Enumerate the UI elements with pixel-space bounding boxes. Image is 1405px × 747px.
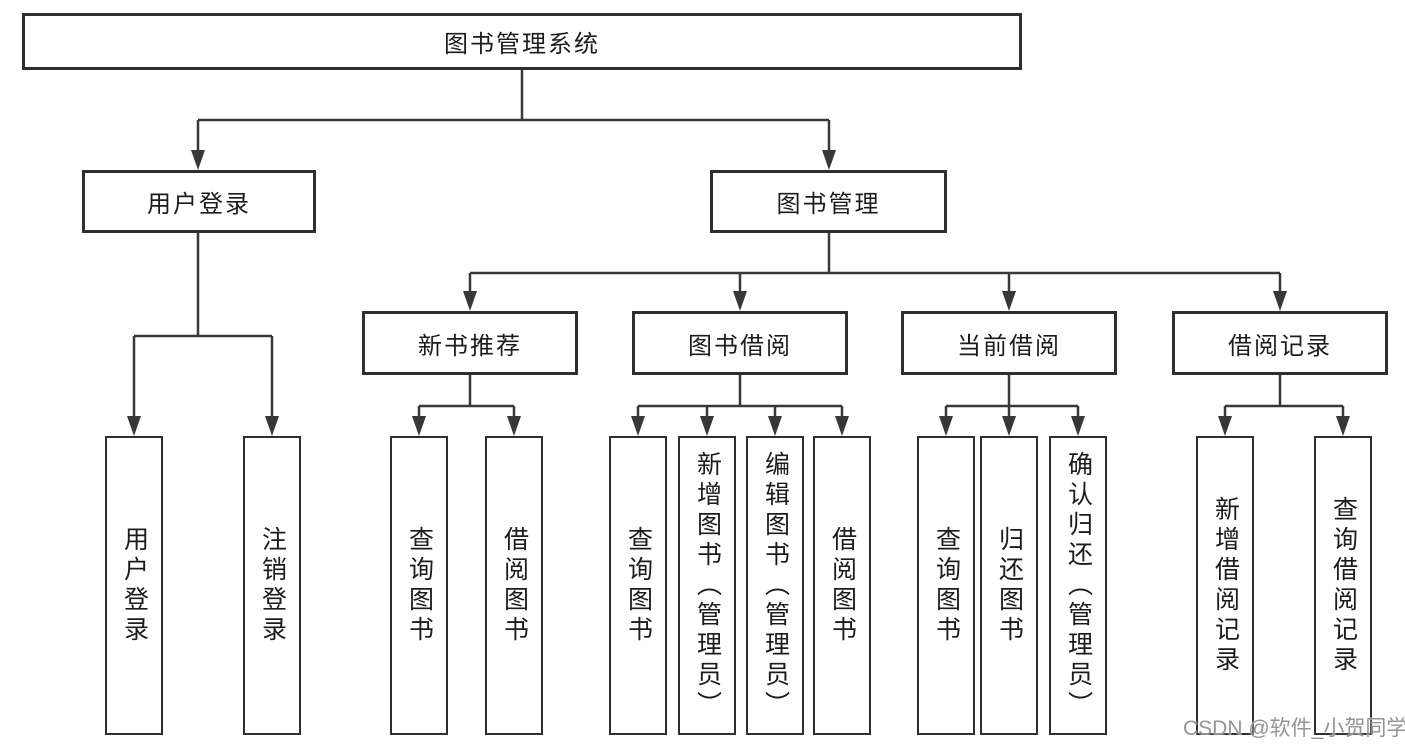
node-book-borrow: 图书借阅	[632, 311, 848, 375]
connector-new-book	[417, 375, 516, 417]
leaf-confirm-return-admin: 确认归还（管理员）	[1049, 436, 1107, 735]
node-current-borrow-label: 当前借阅	[957, 332, 1061, 360]
leaf-query-books-borrow: 查询图书	[609, 436, 667, 735]
leaf-borrow-books-label: 借阅图书	[828, 525, 857, 646]
leaf-query-borrow-record-label: 查询借阅记录	[1329, 495, 1358, 676]
connector-user-login	[132, 233, 274, 417]
leaf-query-books-current: 查询图书	[917, 436, 975, 735]
leaf-borrow-books-recommend-label: 借阅图书	[500, 525, 529, 646]
node-book-borrow-label: 图书借阅	[688, 332, 792, 360]
leaf-edit-book-admin-label: 编辑图书（管理员）	[761, 450, 790, 721]
leaf-logout: 注销登录	[243, 436, 301, 735]
connector-current-borrow	[944, 375, 1080, 417]
node-current-borrow: 当前借阅	[901, 311, 1117, 375]
node-book-management: 图书管理	[710, 170, 947, 233]
connector-borrow-records	[1223, 375, 1345, 417]
leaf-return-book: 归还图书	[980, 436, 1038, 735]
node-user-login: 用户登录	[82, 170, 316, 233]
leaf-add-book-admin: 新增图书（管理员）	[678, 436, 736, 735]
leaf-query-books-recommend: 查询图书	[390, 436, 448, 735]
leaf-confirm-return-admin-label: 确认归还（管理员）	[1064, 450, 1093, 721]
leaf-add-borrow-record: 新增借阅记录	[1196, 436, 1254, 735]
leaf-logout-label: 注销登录	[258, 525, 287, 646]
leaf-user-login-label: 用户登录	[120, 525, 149, 646]
node-new-book-recommend-label: 新书推荐	[418, 332, 522, 360]
leaf-query-books-borrow-label: 查询图书	[624, 525, 653, 646]
leaf-user-login: 用户登录	[105, 436, 163, 735]
leaf-add-borrow-record-label: 新增借阅记录	[1211, 495, 1240, 676]
leaf-query-borrow-record: 查询借阅记录	[1314, 436, 1372, 735]
leaf-return-book-label: 归还图书	[995, 525, 1024, 646]
leaf-query-books-recommend-label: 查询图书	[405, 525, 434, 646]
connector-book-borrow	[636, 375, 844, 417]
node-system-root-label: 图书管理系统	[444, 31, 600, 58]
node-book-management-label: 图书管理	[776, 191, 881, 218]
node-system-root: 图书管理系统	[22, 13, 1022, 70]
connector-root	[196, 70, 831, 152]
node-borrow-records-label: 借阅记录	[1228, 332, 1332, 360]
leaf-borrow-books-recommend: 借阅图书	[485, 436, 543, 735]
leaf-borrow-books: 借阅图书	[813, 436, 871, 735]
leaf-edit-book-admin: 编辑图书（管理员）	[746, 436, 804, 735]
node-borrow-records: 借阅记录	[1172, 311, 1388, 375]
leaf-query-books-current-label: 查询图书	[932, 525, 961, 646]
csdn-watermark: CSDN @软件_小贺同学	[1183, 717, 1405, 740]
node-user-login-label: 用户登录	[147, 191, 251, 218]
node-new-book-recommend: 新书推荐	[362, 311, 578, 375]
connector-book-mgmt	[468, 233, 1282, 293]
leaf-add-book-admin-label: 新增图书（管理员）	[693, 450, 722, 721]
arrowheads	[127, 150, 1350, 436]
